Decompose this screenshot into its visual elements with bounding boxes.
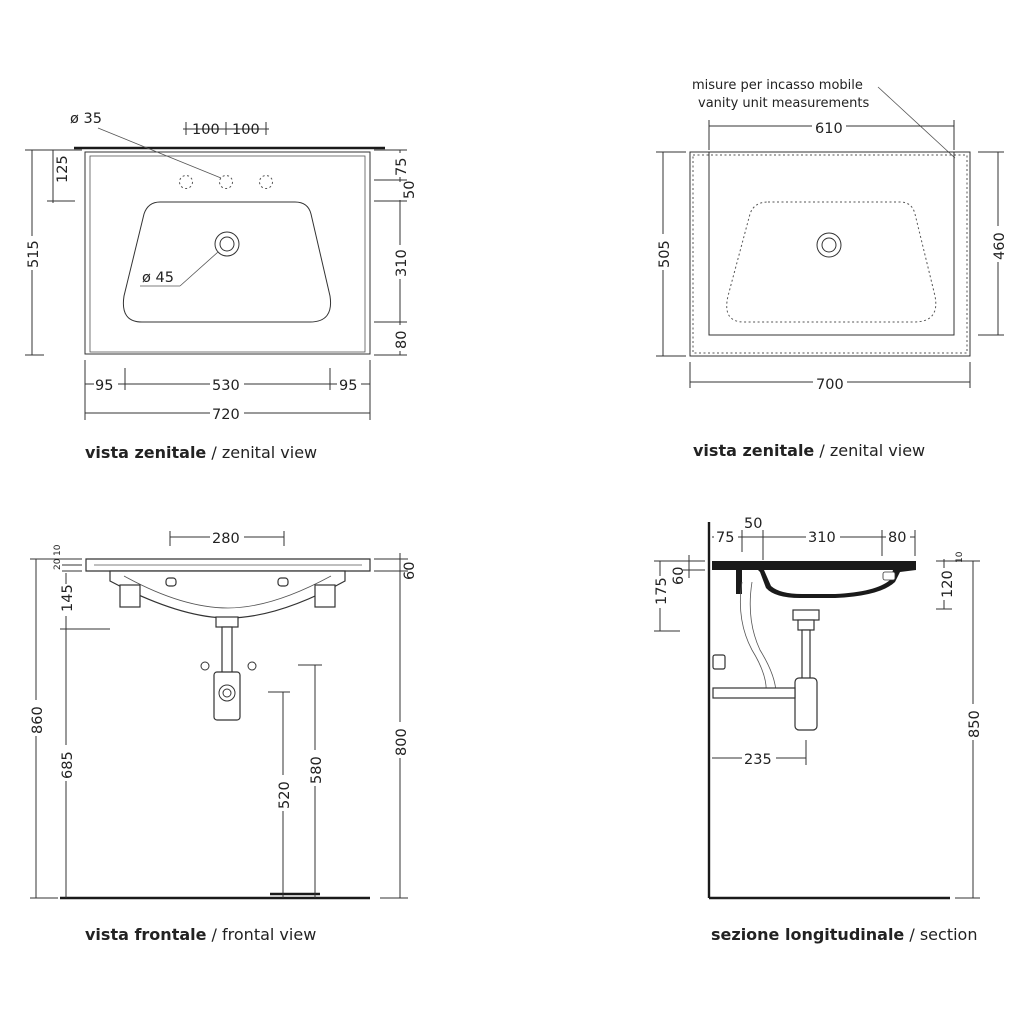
view-bottom-left: 280 860 20 10: [28, 528, 418, 944]
dim-section-rim: 60: [671, 567, 687, 585]
drain-flange: [215, 616, 239, 628]
dim-front-to-holes: 125: [55, 155, 71, 183]
dim-section-back: 75: [716, 530, 734, 546]
dim-hole-gap-1: 100: [192, 122, 220, 138]
valve-left: [200, 661, 210, 671]
leader-drain: [179, 251, 219, 287]
tap-hole-left: [179, 175, 193, 189]
dim-bowl-drop: 145: [60, 584, 76, 612]
dim-total-height: 860: [30, 706, 46, 734]
dim-cabinet-width: 610: [815, 121, 843, 137]
basin2-dashed: [692, 154, 968, 354]
basin-outline: [84, 151, 371, 355]
dim-left-margin: 95: [95, 378, 113, 394]
note-en: vanity unit measurements: [698, 96, 869, 111]
basin-bowl: [109, 570, 346, 619]
dim-drain: ø 45: [142, 270, 174, 286]
drain-pipe: [221, 626, 233, 676]
dim-section-gap: 50: [744, 516, 762, 532]
dim-total-width: 720: [212, 407, 240, 423]
section-drain-flange: [792, 609, 820, 621]
dim-section-trap-distance: 235: [744, 752, 772, 768]
bracket-right: [314, 584, 336, 608]
section-trap: [794, 677, 818, 731]
view-bottom-right: 75 50 310 80 175 60 120 10: [652, 516, 983, 944]
dim-bowl-front: 80: [394, 331, 410, 349]
tap-hole-right: [259, 175, 273, 189]
bracket-left: [119, 584, 141, 608]
dim-drain-height: 685: [60, 751, 76, 779]
caption-bottom-left: vista frontale / frontal view: [85, 925, 316, 944]
bowl2-dashed: [726, 201, 937, 323]
dim-depth-2: 505: [657, 240, 673, 268]
drain-inner: [219, 236, 235, 252]
drain2-inner: [821, 237, 837, 253]
dim-section-sub-height: 175: [654, 577, 670, 605]
dim-right-top: 75: [394, 158, 410, 176]
drain2-outer: [816, 232, 842, 258]
cabinet-cutout: [708, 152, 955, 336]
dim-depth: 515: [26, 240, 42, 268]
dim-hole-span: 280: [212, 531, 240, 547]
dim-section-bowl: 310: [808, 530, 836, 546]
view-top-right: misure per incasso mobile vanity unit me…: [654, 78, 1008, 460]
dim-trap-height: 580: [309, 756, 325, 784]
dim-right-gap: 50: [402, 181, 418, 199]
dim-supply-height: 520: [277, 781, 293, 809]
dim-hole-gap-2: 100: [232, 122, 260, 138]
dim-total-width-2: 700: [816, 377, 844, 393]
section-drain-pipe: [801, 629, 811, 681]
dim-rim-small: 10: [53, 544, 63, 556]
dim-section-bowl-depth: 120: [940, 570, 956, 598]
valve-right: [247, 661, 257, 671]
dim-rim-top: 20: [53, 558, 63, 570]
note-it: misure per incasso mobile: [692, 78, 863, 93]
tap-hole-center: [219, 175, 233, 189]
bowl-outline: [122, 201, 332, 323]
dim-right-margin: 95: [339, 378, 357, 394]
basin2-outline: [689, 151, 971, 357]
dim-section-rim-small: 10: [955, 551, 965, 563]
dim-bowl-depth: 310: [394, 249, 410, 277]
leader-note: [877, 86, 956, 159]
dim-floor-height: 800: [394, 728, 410, 756]
dim-bowl-width: 530: [212, 378, 240, 394]
caption-bottom-right: sezione longitudinale / section: [711, 925, 977, 944]
bottle-trap: [213, 671, 241, 721]
dim-tap-hole: ø 35: [70, 111, 102, 127]
caption-top-left: vista zenitale / zenital view: [85, 443, 317, 462]
dim-section-total-height: 850: [967, 710, 983, 738]
dim-section-front: 80: [888, 530, 906, 546]
caption-top-right: vista zenitale / zenital view: [693, 441, 925, 460]
dim-rim-right: 60: [402, 562, 418, 580]
drain-outer: [214, 231, 240, 257]
leader-tap-hole: [97, 127, 222, 179]
basin-inner-outline: [89, 155, 366, 353]
view-top-left: ø 35 100 100 125 515 75 50 310 80: [24, 111, 418, 462]
dim-cabinet-depth: 460: [992, 232, 1008, 260]
section-waste-pipe: [712, 687, 796, 699]
